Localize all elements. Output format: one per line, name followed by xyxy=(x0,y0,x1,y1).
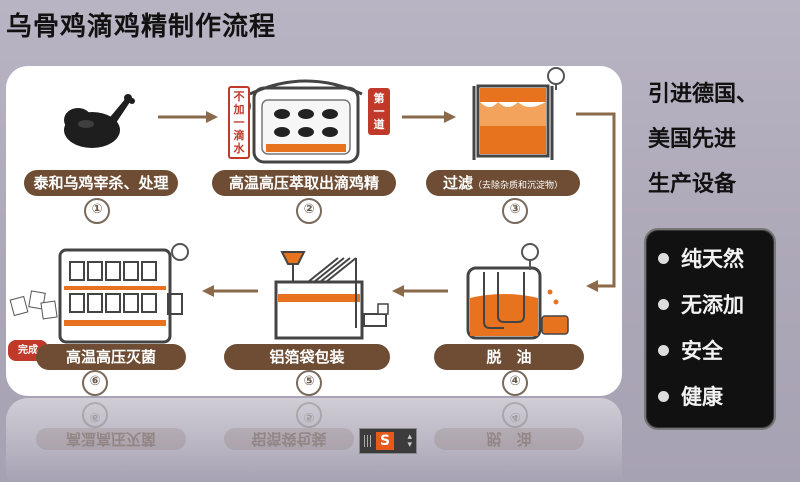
reflected-step-5-label: 铝箔袋包装 xyxy=(224,428,354,450)
step-2-label: 高温高压萃取出滴鸡精 xyxy=(212,170,396,196)
reflected-step-6-number: ⑥ xyxy=(82,402,108,428)
sterilizer-icon xyxy=(9,243,189,344)
chevron-icon[interactable]: ▴▾ xyxy=(407,432,412,450)
reflected-step-4-number: ④ xyxy=(502,402,528,428)
sogou-s-icon[interactable]: S xyxy=(376,432,394,450)
step-1-number: ① xyxy=(84,198,110,224)
bullet-icon xyxy=(658,344,669,356)
benefit-item: 健康 xyxy=(658,382,723,410)
benefits-box: 纯天然 无添加 安全 健康 xyxy=(644,228,776,430)
chicken-icon xyxy=(64,94,135,148)
reflected-step-6-label: 高温高压灭菌 xyxy=(36,428,186,450)
arrow-left-icon xyxy=(392,285,448,297)
first-pass-tag: 第一道 xyxy=(368,88,390,135)
bullet-icon xyxy=(658,298,669,310)
benefit-label: 健康 xyxy=(681,385,723,409)
drag-handle-icon[interactable] xyxy=(364,435,372,447)
benefit-item: 安全 xyxy=(658,336,723,364)
step-5-number: ⑤ xyxy=(296,370,322,396)
benefit-item: 纯天然 xyxy=(658,244,744,272)
filter-tank-icon xyxy=(472,67,565,160)
deoiling-pot-icon xyxy=(466,243,569,340)
packaging-machine-icon xyxy=(274,251,389,340)
equipment-line-1: 引进德国、 xyxy=(648,82,759,107)
process-panel: 不加一滴水 第一道 泰和乌鸡宰杀、处理 高温高压萃取出滴鸡精 过滤（去除杂质和沉… xyxy=(6,66,622,396)
benefit-label: 纯天然 xyxy=(681,247,744,271)
benefit-label: 安全 xyxy=(681,339,723,363)
panel-reflection xyxy=(6,398,622,482)
step-3-label: 过滤（去除杂质和沉淀物） xyxy=(426,170,580,196)
benefit-label: 无添加 xyxy=(681,293,744,317)
arrow-left-icon xyxy=(202,285,258,297)
step-3-label-main: 过滤 xyxy=(442,174,473,192)
step-3-label-sub: （去除杂质和沉淀物） xyxy=(473,181,564,191)
arrow-right-icon xyxy=(402,111,456,123)
ime-toolbar[interactable]: S ▴▾ xyxy=(359,428,417,454)
reflected-step-4-label: 脱 油 xyxy=(434,428,584,450)
benefit-item: 无添加 xyxy=(658,290,744,318)
no-water-tag: 不加一滴水 xyxy=(228,86,250,159)
step-6-number: ⑥ xyxy=(82,370,108,396)
bullet-icon xyxy=(658,252,669,264)
equipment-text: 引进德国、 美国先进 生产设备 xyxy=(648,72,798,207)
step-6-label: 高温高压灭菌 xyxy=(36,344,186,370)
step-3-number: ③ xyxy=(502,198,528,224)
reflected-step-5-number: ⑤ xyxy=(296,402,322,428)
arrow-down-connector-icon xyxy=(576,112,616,292)
step-1-label: 泰和乌鸡宰杀、处理 xyxy=(24,170,178,196)
equipment-line-2: 美国先进 xyxy=(648,127,737,152)
page-title: 乌骨鸡滴鸡精制作流程 xyxy=(6,12,277,42)
step-4-label: 脱 油 xyxy=(434,344,584,370)
arrow-right-icon xyxy=(158,111,218,123)
equipment-line-3: 生产设备 xyxy=(648,172,737,197)
step-5-label: 铝箔袋包装 xyxy=(224,344,390,370)
bullet-icon xyxy=(658,390,669,402)
step-2-number: ② xyxy=(296,198,322,224)
step-4-number: ④ xyxy=(502,370,528,396)
